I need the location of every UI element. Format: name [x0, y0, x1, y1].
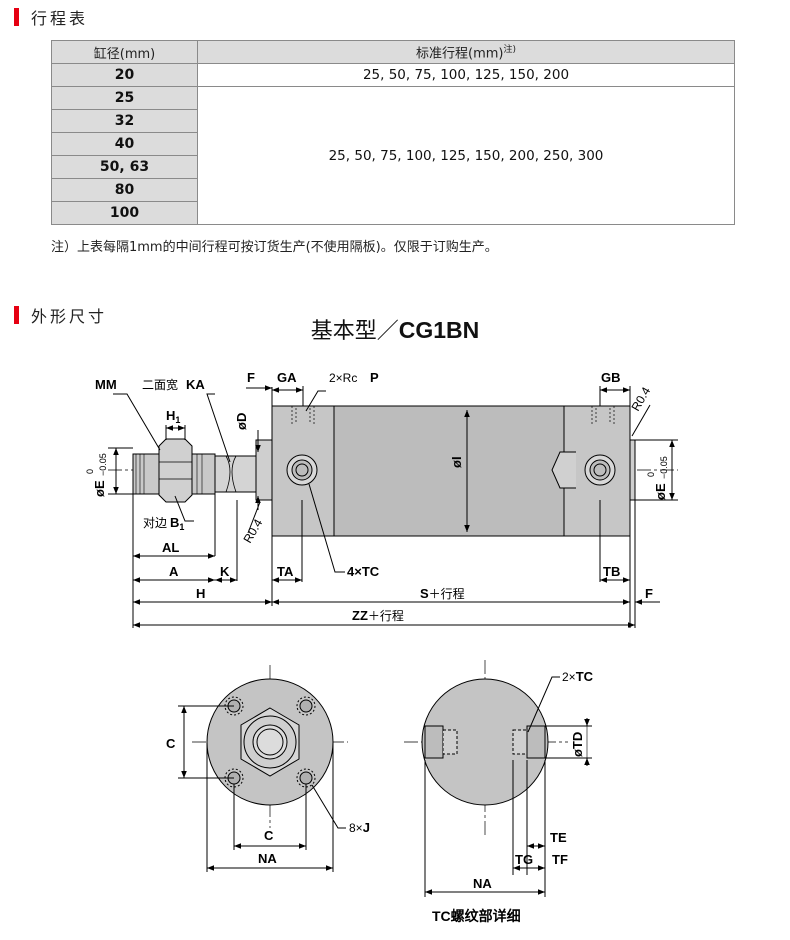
outline-section-header: 外形尺寸 — [14, 304, 107, 326]
stroke-group-cell: 25, 50, 75, 100, 125, 150, 200, 250, 300 — [197, 86, 735, 225]
label-8xJ: 8×J — [349, 820, 370, 835]
label-KA-prefix: 二面宽 — [142, 377, 178, 392]
header-note-mark: 注) — [503, 45, 516, 56]
label-NA-detail: NA — [473, 876, 492, 891]
table-note: 注）上表每隔1mm的中间行程可按订货生产(不使用隔板)。仅限于订购生产。 — [51, 240, 498, 255]
cylinder-tube — [333, 405, 565, 537]
label-TF: TF — [552, 852, 568, 867]
rod-nut — [158, 438, 193, 503]
label-ZZ: ZZ＋行程 — [352, 608, 404, 623]
label-P: P — [370, 370, 379, 385]
bore-cell: 40 — [51, 132, 198, 156]
label-E-left: øE 0 −0.05 — [85, 453, 108, 497]
section-marker — [14, 306, 19, 324]
table-row: 40 — [51, 132, 735, 156]
bore-cell: 100 — [51, 201, 198, 225]
label-TD: øTD — [570, 732, 585, 757]
table-row: 100 — [51, 201, 735, 225]
label-R04-right: R0.4 — [628, 384, 653, 413]
label-2xTC: 2×TC — [562, 669, 594, 684]
stroke-table: 缸径(mm) 标准行程(mm)注) 20 25, 50, 75, 100, 12… — [51, 40, 735, 225]
stroke-section-title: 行程表 — [31, 9, 89, 28]
section-marker — [14, 8, 19, 26]
label-S: S＋行程 — [420, 586, 465, 601]
label-B1-prefix: 对边 — [143, 516, 167, 530]
rod-thread — [132, 453, 160, 495]
svg-text:0: 0 — [85, 469, 95, 474]
label-A: A — [169, 564, 179, 579]
label-C-horizontal: C — [264, 828, 274, 843]
label-TG: TG — [515, 852, 533, 867]
label-F-top: F — [247, 370, 255, 385]
outline-section-title: 外形尺寸 — [31, 307, 108, 326]
table-row: 32 — [51, 109, 735, 133]
header-stroke: 标准行程(mm)注) — [197, 40, 735, 64]
model-name: CG1BN — [398, 317, 480, 343]
svg-text:0: 0 — [646, 472, 656, 477]
label-H1: H1 — [166, 408, 180, 425]
label-F-bottom: F — [645, 586, 653, 601]
detail-caption: TC螺纹部详细 — [432, 908, 521, 924]
svg-text:−0.05: −0.05 — [98, 453, 108, 476]
svg-text:øE: øE — [92, 480, 107, 497]
table-header-row: 缸径(mm) 标准行程(mm)注) — [51, 40, 735, 64]
label-GA: GA — [277, 370, 297, 385]
label-TA: TA — [277, 564, 294, 579]
label-KA: KA — [186, 377, 205, 392]
table-row: 50, 63 — [51, 155, 735, 179]
bore-cell: 32 — [51, 109, 198, 133]
label-NA-front: NA — [258, 851, 277, 866]
label-GB: GB — [601, 370, 621, 385]
bore-cell: 80 — [51, 178, 198, 202]
label-D: øD — [234, 413, 249, 430]
bore-cell: 25 — [51, 86, 198, 110]
label-E-right: øE 0 −0.05 — [646, 456, 669, 500]
svg-text:øE: øE — [653, 483, 668, 500]
label-TE: TE — [550, 830, 567, 845]
svg-text:−0.05: −0.05 — [659, 456, 669, 479]
table-row: 25 25, 50, 75, 100, 125, 150, 200, 250, … — [51, 86, 735, 225]
label-R04-left: R0.4 — [240, 516, 265, 545]
label-4xTC: 4×TC — [347, 564, 380, 579]
label-H: H — [196, 586, 205, 601]
detail-view-body — [421, 678, 549, 806]
label-AL: AL — [162, 540, 179, 555]
stroke-section-header: 行程表 — [14, 6, 88, 28]
bore-cell: 50, 63 — [51, 155, 198, 179]
label-TB: TB — [603, 564, 620, 579]
table-row: 80 — [51, 178, 735, 202]
label-B1: B1 — [170, 515, 184, 532]
label-K: K — [220, 564, 230, 579]
label-C-vertical: C — [166, 736, 176, 751]
label-MM: MM — [95, 377, 117, 392]
diagram-title: 基本型／CG1BN — [310, 317, 480, 344]
label-I: øI — [449, 456, 464, 468]
label-P-prefix: 2×Rc — [329, 371, 357, 385]
